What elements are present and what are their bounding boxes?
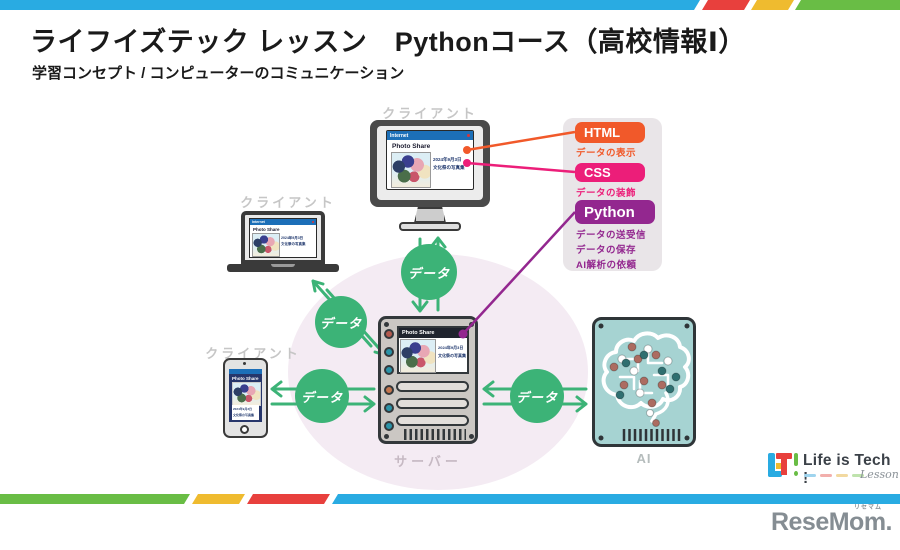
page-subtitle: 学習コンセプト / コンピューターのコミュニケーション — [32, 65, 405, 82]
html-badge: HTML — [575, 122, 645, 143]
laptop-base — [227, 264, 339, 272]
python-badge: Python — [575, 200, 655, 224]
laptop-notch — [271, 264, 295, 267]
browser-title: Internet — [252, 220, 265, 224]
photo-caption: 2024年9月3日 文化祭の写真集 — [232, 405, 259, 420]
photo-thumbnail — [400, 339, 436, 373]
photo-thumbnail — [252, 233, 280, 257]
lit-wordmark: Life is Tech ! — [803, 452, 891, 487]
server-label: サーバー — [394, 454, 462, 469]
photo-share-heading: Photo Share — [232, 376, 259, 381]
lit-dashes — [804, 474, 864, 477]
data-chip: データ — [401, 244, 457, 300]
css-note: データの装飾 — [576, 188, 637, 199]
photo-caption: 2024年9月3日 文化祭の写真集 — [433, 157, 465, 171]
photo-caption: 2024年9月3日 文化祭の写真集 — [281, 236, 306, 246]
python-note: データの送受信 — [576, 230, 647, 241]
server-led — [384, 403, 394, 413]
tech-legend-panel: HTML データの表示 CSS データの装飾 Python データの送受信 デー… — [563, 118, 662, 271]
close-icon — [467, 134, 470, 137]
browser-title: Internet — [390, 132, 409, 139]
photo-thumbnail — [391, 152, 431, 188]
brand-stripe-bottom — [0, 494, 900, 504]
server-led — [384, 421, 394, 431]
monitor-stand-base — [399, 222, 461, 231]
brand-stripe-top — [0, 0, 900, 10]
screw — [384, 434, 389, 439]
screw — [384, 322, 389, 327]
data-chip: データ — [315, 296, 367, 348]
life-is-tech-logo: Life is Tech ! Lesson — [768, 448, 899, 487]
ai-label: AI — [636, 451, 652, 466]
photo-share-heading: Photo Share — [402, 330, 435, 336]
lit-lesson-script: Lesson — [860, 468, 899, 481]
photo-share-heading: Photo Share — [253, 227, 280, 232]
server-led — [384, 365, 394, 375]
resemom-ruby: リセマム — [853, 505, 882, 511]
server-led — [384, 347, 394, 357]
python-note: データの保存 — [576, 245, 637, 256]
css-badge: CSS — [575, 163, 645, 182]
page-title: ライフイズテック レッスン Pythonコース（高校情報Ⅰ） — [30, 27, 746, 57]
server-slot — [396, 398, 469, 409]
server-slot — [396, 415, 469, 426]
phone-home-button — [240, 425, 249, 434]
desktop-client-label: クライアント — [382, 106, 478, 121]
phone-camera-dot — [243, 362, 246, 365]
server-slot — [396, 381, 469, 392]
data-chip: データ — [295, 369, 349, 423]
close-icon — [312, 221, 314, 223]
html-note: データの表示 — [576, 148, 637, 159]
server-vents — [404, 429, 466, 440]
python-note: AI解析の依頼 — [576, 260, 637, 271]
lit-mark-icon — [768, 450, 798, 480]
laptop-client-label: クライアント — [240, 195, 336, 210]
photo-caption: 2024年9月3日 文化祭の写真集 — [438, 345, 466, 358]
ai-circuit-board — [592, 317, 696, 447]
server-led — [384, 385, 394, 395]
phone-statusbar — [229, 369, 262, 374]
resemom-wordmark: ReseMom — [770, 508, 886, 536]
phone-client-label: クライアント — [205, 346, 301, 361]
photo-share-heading: Photo Share — [392, 143, 431, 150]
data-chip: データ — [510, 369, 564, 423]
screw — [469, 434, 474, 439]
server-led — [384, 329, 394, 339]
